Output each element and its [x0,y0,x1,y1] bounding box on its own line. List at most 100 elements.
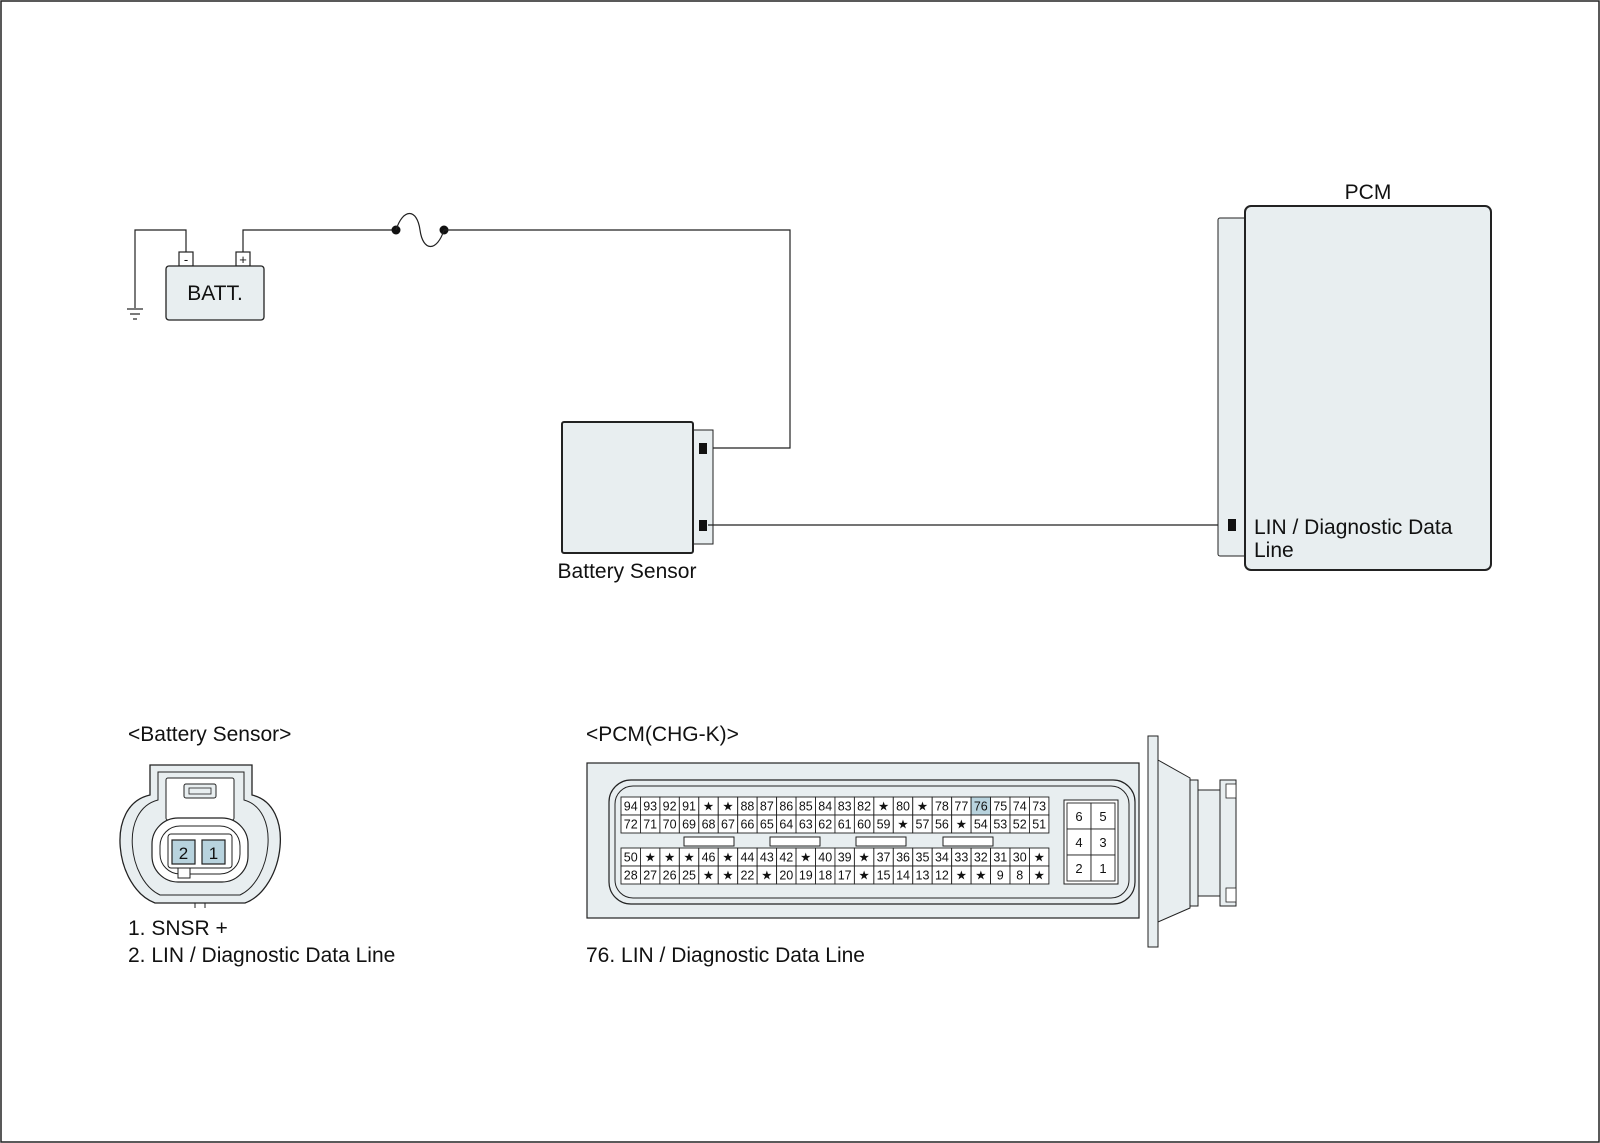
pcm-pin-empty-marker: ★ [800,851,811,865]
pcm-small-pin-cell [1066,802,1092,830]
pcm-small-pin-label: 2 [1075,861,1082,876]
pcm-pin-label: 53 [993,818,1007,832]
battery-connector-pin-label: 1 [209,844,218,863]
battery-pos-terminal: + [239,252,247,267]
pcm-pin-empty-marker: ★ [1034,869,1045,883]
pcm-pin-label: 51 [1032,818,1046,832]
pcm-connector-title: <PCM(CHG-K)> [586,723,739,746]
pcm-pin-label: 19 [799,869,813,883]
pcm-pin-label: 64 [779,818,793,832]
pcm-pin-label: 18 [818,869,832,883]
pcm-pin-label: 25 [682,869,696,883]
pcm-pin-label: 36 [896,851,910,865]
pcm-small-pin-cell [1066,854,1092,882]
battery-connector-legend-2: 2. LIN / Diagnostic Data Line [128,944,395,967]
pcm-pin-label: 83 [838,800,852,814]
pcm-pin-label: 66 [740,818,754,832]
ground-wire [134,229,187,308]
pcm-lin-label-line2: Line [1254,539,1294,562]
battery-sensor-body [561,421,694,554]
pcm-pin-empty-marker: ★ [878,800,889,814]
pcm-pin-label: 20 [779,869,793,883]
pcm-pin-label: 60 [857,818,871,832]
pcm-pin-label: 73 [1032,800,1046,814]
pcm-pin-label: 15 [877,869,891,883]
pcm-pin-label: 93 [643,800,657,814]
pcm-pin-label: 69 [682,818,696,832]
pcm-pin-label: 50 [624,851,638,865]
pcm-pin-label: 63 [799,818,813,832]
pcm-pin-empty-marker: ★ [897,818,908,832]
pcm-pin-empty-marker: ★ [664,851,675,865]
battery-connector-pin-2 [171,839,196,865]
pcm-pin-empty-marker: ★ [761,869,772,883]
pcm-pin-label: 75 [993,800,1007,814]
pcm-pin-label: 32 [974,851,988,865]
pcm-pin-label: 26 [663,869,677,883]
pcm-pin-label: 14 [896,869,910,883]
pcm-pin-label: 70 [663,818,677,832]
pcm-connector-housing [1217,217,1249,557]
pcm-pin-label: 34 [935,851,949,865]
pcm-pin-label: 67 [721,818,735,832]
pcm-pin-label: 57 [916,818,930,832]
pcm-pin-empty-marker: ★ [645,851,656,865]
pcm-pin-label: 78 [935,800,949,814]
pcm-small-pin-label: 4 [1075,835,1082,850]
pcm-pin-label: 33 [954,851,968,865]
pcm-pin-cell [1028,865,1050,885]
pcm-pin-label: 72 [624,818,638,832]
battery-sensor-connector: <Battery Sensor> 2 1 1. SNSR + 2. LIN / … [119,723,395,967]
pcm-pin-label: 31 [993,851,1007,865]
pcm-title: PCM [1345,181,1392,204]
pcm-pin-empty-marker: ★ [722,851,733,865]
battery-connector-pin-1 [201,839,226,865]
pcm-pin-label: 85 [799,800,813,814]
pcm-pin-label: 94 [624,800,638,814]
pcm-pin-empty-marker: ★ [956,818,967,832]
pcm-pin-empty-marker: ★ [956,869,967,883]
pcm-pin-label: 9 [997,869,1004,883]
pcm-pin-label: 86 [779,800,793,814]
pcm-pin-label: 35 [916,851,930,865]
pcm-small-pin-label: 1 [1099,861,1106,876]
pcm-pin-label: 82 [857,800,871,814]
pcm-pin-label: 40 [818,851,832,865]
pcm-pin-label: 44 [740,851,754,865]
pcm-pin-cell [1028,814,1050,834]
pcm-pin-label: 28 [624,869,638,883]
battery-connector-pin-label: 2 [179,844,188,863]
pcm-pin-label: 59 [877,818,891,832]
pcm-pin-label: 13 [916,869,930,883]
pcm-pin-label: 56 [935,818,949,832]
battery-neg-terminal: - [184,252,188,267]
pcm-pin-empty-marker: ★ [703,869,714,883]
pcm-lin-label-line1: LIN / Diagnostic Data [1254,516,1453,539]
pcm-pin-label: 92 [663,800,677,814]
pcm-small-pin-label: 6 [1075,809,1082,824]
pcm-pin-label: 46 [702,851,716,865]
pcm-body [1244,205,1492,571]
pcm-small-pin-label: 3 [1099,835,1106,850]
pcm-pin-label: 54 [974,818,988,832]
pcm-pin-empty-marker: ★ [722,800,733,814]
pcm-pin-label: 87 [760,800,774,814]
pcm-pin-empty-marker: ★ [859,851,870,865]
pcm-pin-label: 17 [838,869,852,883]
fuse-icon [391,212,449,248]
battery: - + BATT. [165,251,265,321]
battery-label: BATT. [187,282,243,305]
pcm-pin-label: 30 [1013,851,1027,865]
pcm-pin-label: 91 [682,800,696,814]
pcm-pin-label: 74 [1013,800,1027,814]
pcm-pin-label: 71 [643,818,657,832]
battery-connector-title: <Battery Sensor> [128,723,291,746]
pcm-pin-empty-marker: ★ [859,869,870,883]
pcm-pin-empty-marker: ★ [1034,851,1045,865]
pcm-small-pin-label: 5 [1099,809,1106,824]
pcm-pin-label: 80 [896,800,910,814]
